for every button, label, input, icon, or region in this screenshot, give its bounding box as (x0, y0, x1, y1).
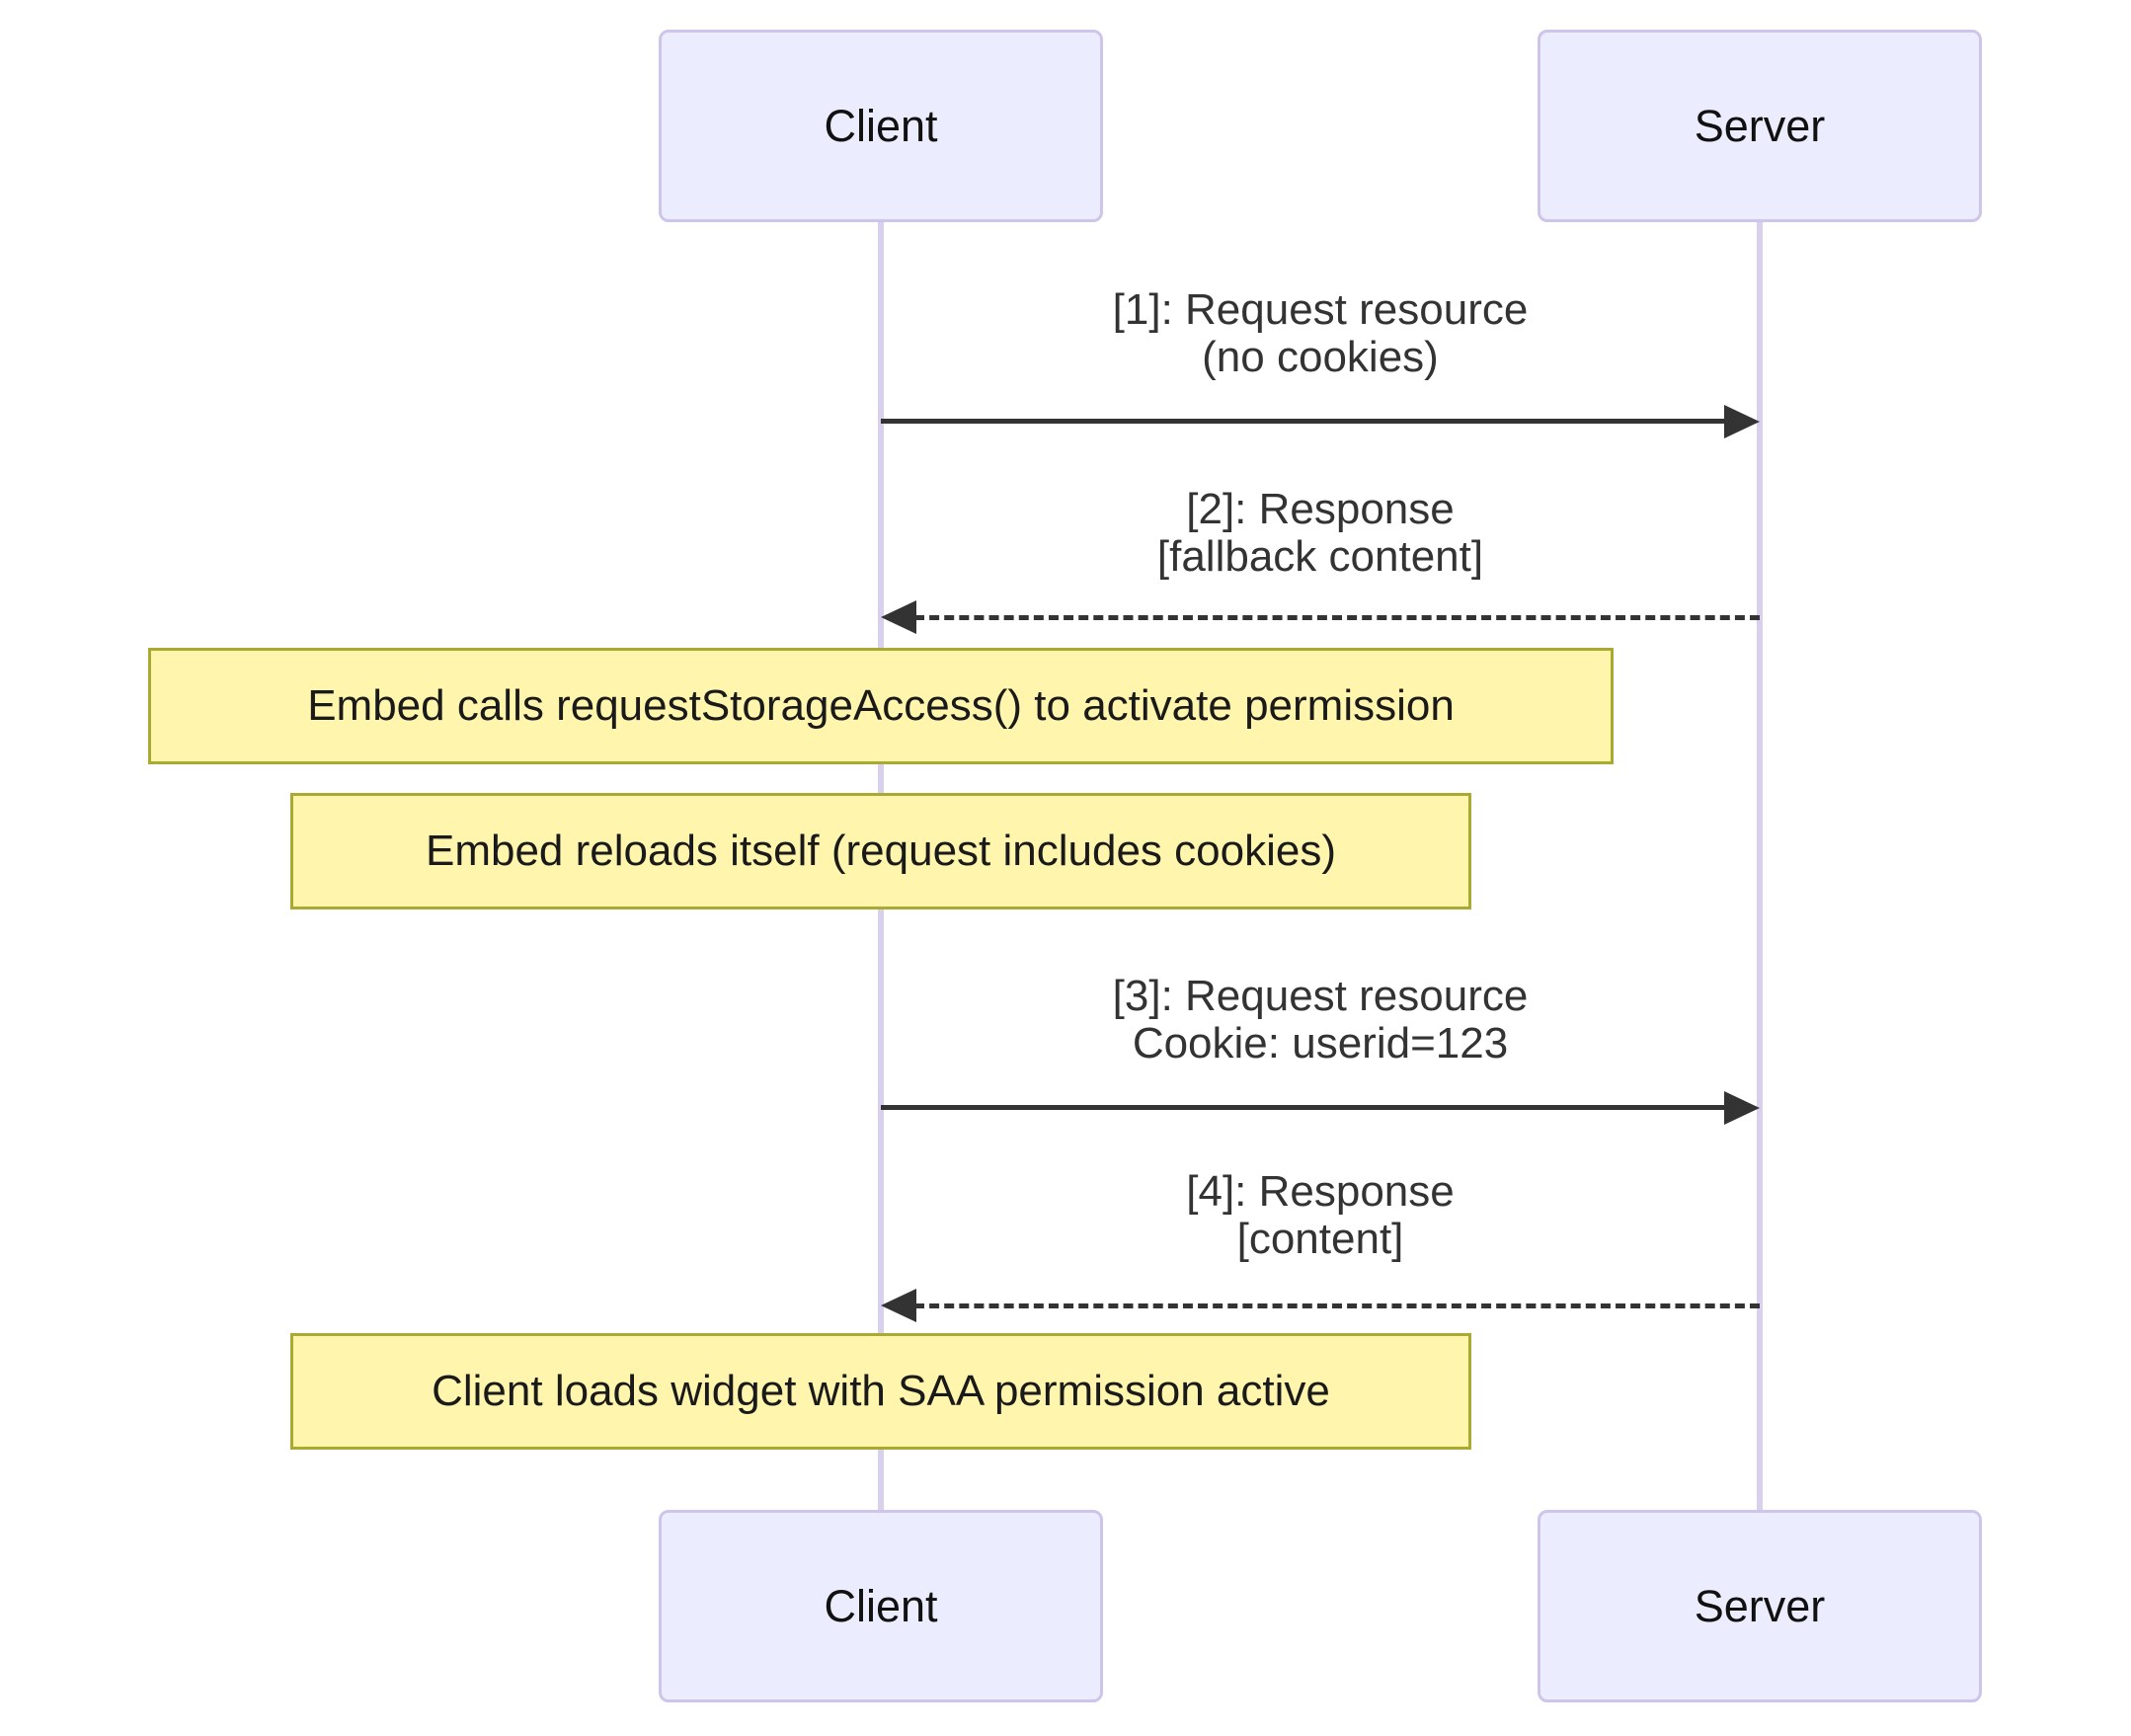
message-2-arrow (914, 615, 1760, 620)
arrowhead-right-icon (1724, 405, 1760, 438)
note-1-text: Embed calls requestStorageAccess() to ac… (307, 681, 1455, 730)
message-2-label: [2]: Response [fallback content] (876, 486, 1765, 581)
note-3-text: Client loads widget with SAA permission … (432, 1367, 1330, 1415)
message-1-line-2: (no cookies) (1202, 333, 1439, 381)
note-3: Client loads widget with SAA permission … (290, 1333, 1471, 1450)
message-1-arrow (881, 419, 1730, 424)
arrowhead-right-icon (1724, 1091, 1760, 1125)
message-2-line-2: [fallback content] (1156, 532, 1484, 581)
message-4-line-1: [4]: Response (1186, 1167, 1455, 1216)
actor-server-top-label: Server (1694, 100, 1826, 151)
actor-server-bottom-label: Server (1694, 1580, 1826, 1631)
message-2-line-1: [2]: Response (1186, 485, 1455, 533)
message-4-line-2: [content] (1236, 1215, 1404, 1263)
actor-client-bottom: Client (659, 1510, 1103, 1702)
message-3-label: [3]: Request resource Cookie: userid=123 (876, 973, 1765, 1067)
message-3-arrow (881, 1105, 1730, 1110)
message-4-label: [4]: Response [content] (876, 1168, 1765, 1263)
message-1-line-1: [1]: Request resource (1112, 285, 1529, 334)
note-1: Embed calls requestStorageAccess() to ac… (148, 648, 1614, 764)
message-1-label: [1]: Request resource (no cookies) (876, 286, 1765, 381)
actor-server-bottom: Server (1538, 1510, 1982, 1702)
note-2: Embed reloads itself (request includes c… (290, 793, 1471, 909)
message-3-line-2: Cookie: userid=123 (1132, 1019, 1509, 1067)
actor-client-bottom-label: Client (824, 1580, 938, 1631)
server-lifeline (1757, 222, 1763, 1510)
message-3-line-1: [3]: Request resource (1112, 972, 1529, 1020)
actor-server-top: Server (1538, 30, 1982, 222)
arrowhead-left-icon (881, 1289, 916, 1322)
actor-client-top-label: Client (824, 100, 938, 151)
note-2-text: Embed reloads itself (request includes c… (425, 827, 1336, 875)
message-4-arrow (914, 1303, 1760, 1308)
arrowhead-left-icon (881, 600, 916, 634)
actor-client-top: Client (659, 30, 1103, 222)
